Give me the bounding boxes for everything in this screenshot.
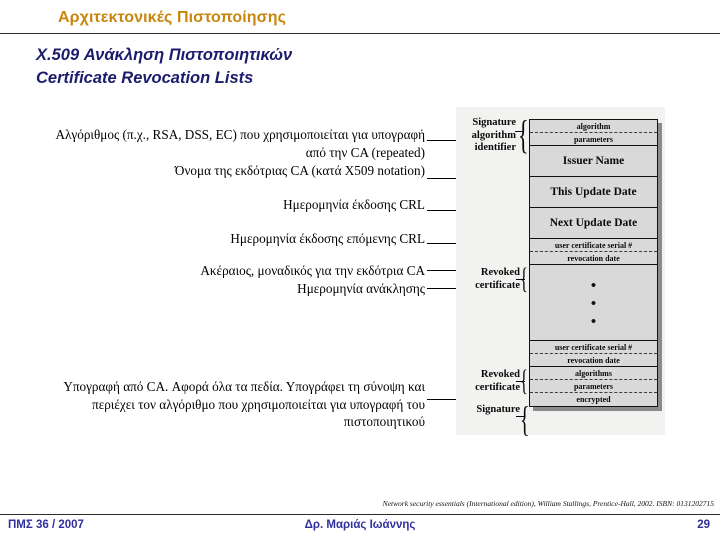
annotation-signature-note: Υπογραφή από CA. Αφορά όλα τα πεδία. Υπο… bbox=[63, 379, 425, 429]
vertical-ellipsis-icon: ••• bbox=[590, 278, 597, 330]
field-row-this-update-date: This Update Date bbox=[530, 177, 657, 208]
footer-divider bbox=[0, 514, 720, 515]
brace-tick-signature bbox=[516, 416, 525, 417]
header-divider bbox=[0, 33, 720, 34]
annotation-serial-note: Ακέραιος, μοναδικός για την εκδότρια CA bbox=[200, 263, 425, 278]
brace-tick-revoked-certificate-2 bbox=[516, 381, 525, 382]
brace-revoked-certificate-1: { bbox=[520, 262, 528, 295]
header-title: Αρχιτεκτονικές Πιστοποίησης bbox=[58, 9, 286, 26]
group-label-signature-algorithm-identifier: Signature algorithm identifier bbox=[471, 117, 516, 153]
annotation-revocation-date-note: Ημερομηνία ανάκλησης bbox=[297, 281, 425, 296]
field-row-user-cert-serial-2: user certificate serial # bbox=[530, 341, 657, 354]
source-citation: Network security essentials (Internation… bbox=[382, 499, 714, 508]
annotation-issuer-name-note: Όνομα της εκδότριας CA (κατά X509 notati… bbox=[174, 163, 425, 178]
title-line-greek: X.509 Ανάκληση Πιστοποιητικών bbox=[36, 46, 293, 64]
field-row-issuer-name: Issuer Name bbox=[530, 146, 657, 177]
title-line-english: Certificate Revocation Lists bbox=[36, 69, 254, 87]
field-row-parameters: parameters bbox=[530, 133, 657, 146]
crl-diagram: Signature algorithm identifier { Revoked… bbox=[456, 107, 665, 439]
field-row-signature-encrypted: encrypted bbox=[530, 393, 657, 406]
group-label-signature: Signature bbox=[476, 404, 520, 415]
page-title: X.509 Ανάκληση Πιστοποιητικών Certificat… bbox=[36, 44, 516, 90]
brace-tick-signature-algorithm-identifier bbox=[515, 131, 524, 132]
group-label-revoked-certificate-2: Revoked certificate bbox=[475, 369, 520, 393]
group-label-revoked-certificate-1: Revoked certificate bbox=[475, 267, 520, 291]
footer-page-number: 29 bbox=[697, 519, 710, 531]
field-row-signature-algorithms: algorithms bbox=[530, 367, 657, 380]
annotation-this-update-note: Ημερομηνία έκδοσης CRL bbox=[283, 197, 425, 212]
slide-header: Αρχιτεκτονικές Πιστοποίησης bbox=[0, 0, 720, 36]
brace-signature: { bbox=[520, 399, 530, 439]
brace-revoked-certificate-2: { bbox=[520, 364, 528, 397]
footer-course-code: ΠΜΣ 36 / 2007 bbox=[8, 519, 84, 531]
field-row-next-update-date: Next Update Date bbox=[530, 208, 657, 239]
brace-signature-algorithm-identifier: { bbox=[518, 112, 529, 157]
crl-field-stack: algorithm parameters Issuer Name This Up… bbox=[529, 119, 658, 407]
annotation-list: Αλγόριθμος (π.χ., RSA, DSS, EC) που χρησ… bbox=[55, 127, 426, 429]
annotation-next-update-note: Ημερομηνία έκδοσης επόμενης CRL bbox=[230, 231, 425, 246]
field-row-signature-parameters: parameters bbox=[530, 380, 657, 393]
brace-tick-revoked-certificate-1 bbox=[516, 279, 525, 280]
footer-author: Δρ. Μαριάς Ιωάννης bbox=[304, 519, 416, 531]
field-row-revocation-date-1: revocation date bbox=[530, 252, 657, 265]
annotation-algorithm-note: Αλγόριθμος (π.χ., RSA, DSS, EC) που χρησ… bbox=[55, 127, 426, 160]
field-row-user-cert-serial-1: user certificate serial # bbox=[530, 239, 657, 252]
field-row-revocation-date-2: revocation date bbox=[530, 354, 657, 367]
field-row-algorithm: algorithm bbox=[530, 120, 657, 133]
field-row-ellipsis: ••• bbox=[530, 265, 657, 341]
